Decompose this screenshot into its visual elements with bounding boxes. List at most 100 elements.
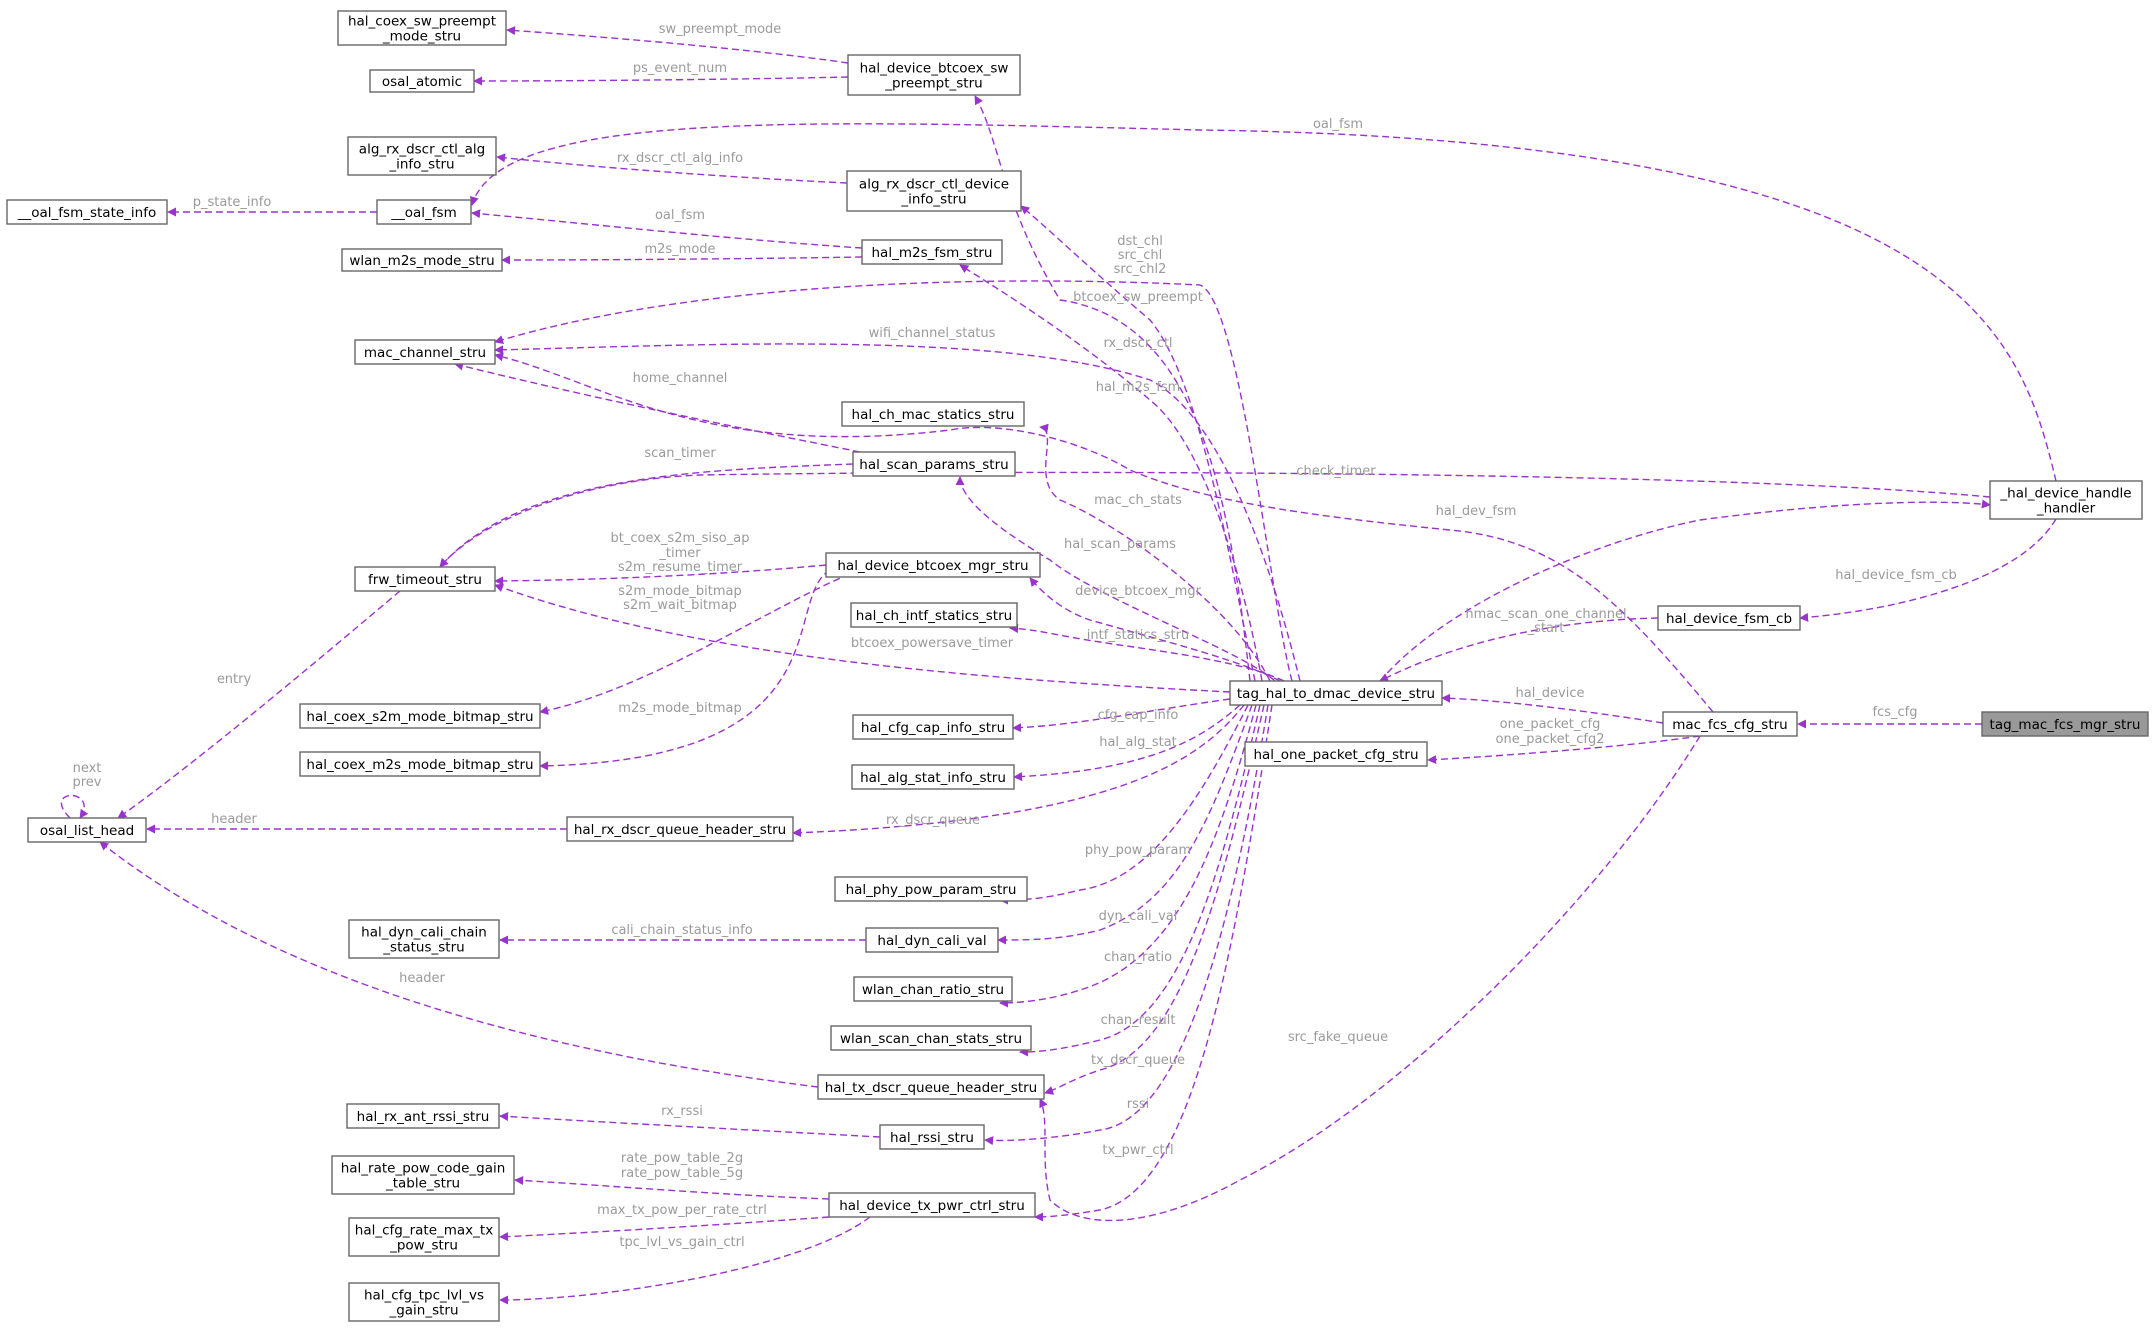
edge-hal_device_btcoex_sw_preempt_stru-to-hal_coex_sw_preempt_mode_stru [506, 26, 849, 64]
node-hal_m2s_fsm_stru[interactable]: hal_m2s_fsm_stru [861, 239, 1003, 265]
node-hal_tx_dscr_queue_header_stru[interactable]: hal_tx_dscr_queue_header_stru [817, 1074, 1045, 1100]
node-label: wlan_chan_ratio_stru [862, 982, 1004, 998]
node-osal_list_head[interactable]: osal_list_head [27, 817, 147, 843]
edge-mac_fcs_cfg_stru-to-hal_tx_dscr_queue_header_stru [1039, 735, 1701, 1222]
node-hal_coex_s2m_mode_bitmap_stru[interactable]: hal_coex_s2m_mode_bitmap_stru [299, 703, 541, 729]
node-hal_coex_m2s_mode_bitmap_stru[interactable]: hal_coex_m2s_mode_bitmap_stru [299, 751, 541, 777]
edge-tag_hal_to_dmac_device_stru-to-hal_device_tx_pwr_ctrl_stru [1034, 704, 1273, 1222]
node-hal_rx_dscr_queue_header_stru[interactable]: hal_rx_dscr_queue_header_stru [566, 816, 794, 842]
edge-hal_scan_params_stru-to-frw_timeout_stru [439, 463, 854, 568]
edge-tag_hal_to_dmac_device_stru-to-hal_rx_dscr_queue_header_stru [792, 704, 1245, 838]
node-label: hal_dyn_cali_chain_status_stru [361, 925, 487, 956]
node-box [853, 976, 1013, 1002]
node-label: hal_coex_sw_preempt_mode_stru [348, 14, 496, 45]
node-label: hal_device_fsm_cb [1666, 611, 1792, 627]
node-label: hal_phy_pow_param_stru [846, 882, 1017, 898]
node-hal_rssi_stru[interactable]: hal_rssi_stru [879, 1124, 985, 1150]
node-label: osal_atomic [382, 74, 462, 90]
edge-tag_hal_to_dmac_device_stru-to-frw_timeout_stru [494, 583, 1231, 693]
node-label: osal_list_head [40, 823, 134, 839]
node-tag_mac_fcs_mgr_stru[interactable]: tag_mac_fcs_mgr_stru [1981, 711, 2149, 737]
node-box [852, 714, 1014, 740]
edge-label: intf_statics_stru [1087, 628, 1189, 643]
node-hal_scan_params_stru[interactable]: hal_scan_params_stru [852, 451, 1016, 477]
edge-tag_hal_to_dmac_device_stru-to-hal_alg_stat_info_stru [1013, 704, 1241, 782]
node-label: wlan_scan_chan_stats_stru [840, 1031, 1022, 1047]
edge-hal_device_tx_pwr_ctrl_stru-to-hal_rate_pow_code_gain_table_stru [514, 1175, 830, 1200]
node-box [847, 54, 1021, 96]
node-box [348, 1217, 500, 1257]
node-box [299, 751, 541, 777]
node-label: hal_device_btcoex_mgr_stru [837, 558, 1028, 574]
edge-label: rx_rssi [661, 1104, 703, 1119]
node-mac_channel_stru[interactable]: mac_channel_stru [354, 339, 496, 365]
node-hal_device_tx_pwr_ctrl_stru[interactable]: hal_device_tx_pwr_ctrl_stru [828, 1192, 1036, 1218]
edge-tag_hal_to_dmac_device_stru-to-hal_m2s_fsm_stru [959, 264, 1263, 682]
edge-tag_hal_to_dmac_device_stru-to-hal_rssi_stru [984, 704, 1269, 1146]
node-alg_rx_dscr_ctl_device_info_stru[interactable]: alg_rx_dscr_ctl_device_info_stru [846, 170, 1022, 212]
node-hal_rate_pow_code_gain_table_stru[interactable]: hal_rate_pow_code_gain_table_stru [331, 1155, 515, 1195]
node-hal_cfg_rate_max_tx_pow_stru[interactable]: hal_cfg_rate_max_tx_pow_stru [348, 1217, 500, 1257]
node-label: alg_rx_dscr_ctl_alg_info_stru [359, 142, 485, 173]
node-wlan_m2s_mode_stru[interactable]: wlan_m2s_mode_stru [341, 248, 503, 272]
node-box [1981, 711, 2149, 737]
edge-label: src_fake_queue [1288, 1030, 1388, 1045]
node-label: hal_m2s_fsm_stru [872, 245, 993, 261]
node-hal_ch_intf_statics_stru[interactable]: hal_ch_intf_statics_stru [850, 602, 1018, 628]
node-hal_ch_mac_statics_stru[interactable]: hal_ch_mac_statics_stru [841, 401, 1025, 427]
edge-hal_device_tx_pwr_ctrl_stru-to-hal_cfg_rate_max_tx_pow_stru [499, 1216, 830, 1242]
node-box [852, 451, 1016, 477]
edge-label: ps_event_num [633, 61, 727, 76]
node-__oal_fsm_state_info[interactable]: __oal_fsm_state_info [6, 199, 168, 225]
node-hal_one_packet_cfg_stru[interactable]: hal_one_packet_cfg_stru [1244, 741, 1428, 767]
node-wlan_chan_ratio_stru[interactable]: wlan_chan_ratio_stru [853, 976, 1013, 1002]
node-hal_coex_sw_preempt_mode_stru[interactable]: hal_coex_sw_preempt_mode_stru [337, 10, 507, 46]
node-box [331, 1155, 515, 1195]
edge-label: cali_chain_status_info [611, 923, 752, 938]
node-box [347, 136, 497, 176]
node-label: hal_rate_pow_code_gain_table_stru [341, 1161, 506, 1192]
edge-tag_hal_to_dmac_device_stru-to-wlan_scan_chan_stats_stru [1019, 704, 1261, 1057]
edge-hal_m2s_fsm_stru-to-wlan_m2s_mode_stru [501, 255, 863, 265]
node-hal_device_btcoex_mgr_stru[interactable]: hal_device_btcoex_mgr_stru [825, 552, 1041, 578]
node-label: hal_cfg_tpc_lvl_vs_gain_stru [364, 1288, 484, 1319]
node-__oal_fsm[interactable]: __oal_fsm [376, 199, 472, 225]
edge-hal_device_btcoex_mgr_stru-to-hal_coex_m2s_mode_bitmap_stru [539, 569, 831, 771]
node-hal_cfg_tpc_lvl_vs_gain_stru[interactable]: hal_cfg_tpc_lvl_vs_gain_stru [348, 1282, 500, 1322]
node-hal_device_fsm_cb[interactable]: hal_device_fsm_cb [1657, 605, 1801, 631]
node-wlan_scan_chan_stats_stru[interactable]: wlan_scan_chan_stats_stru [830, 1025, 1032, 1051]
edge-label: phy_pow_param [1085, 843, 1191, 858]
node-box [27, 817, 147, 843]
node-label: alg_rx_dscr_ctl_device_info_stru [859, 177, 1009, 208]
edge-tag_hal_to_dmac_device_stru-to-hal_cfg_cap_info_stru [1012, 698, 1231, 733]
edge-label: hal_m2s_fsm [1096, 380, 1181, 395]
node-hal_phy_pow_param_stru[interactable]: hal_phy_pow_param_stru [834, 876, 1028, 902]
node-box [851, 764, 1015, 790]
edge-label: hal_scan_params [1064, 537, 1176, 552]
node-tag_hal_to_dmac_device_stru[interactable]: tag_hal_to_dmac_device_stru [1229, 680, 1443, 706]
node-hal_dyn_cali_val[interactable]: hal_dyn_cali_val [865, 927, 999, 953]
node-frw_timeout_stru[interactable]: frw_timeout_stru [354, 566, 496, 592]
node-label: hal_alg_stat_info_stru [860, 770, 1006, 786]
node-label: hal_rx_dscr_queue_header_stru [574, 822, 786, 838]
node-label: hal_coex_m2s_mode_bitmap_stru [306, 757, 533, 773]
edge-label: wifi_channel_status [869, 326, 996, 341]
node-osal_atomic[interactable]: osal_atomic [369, 69, 475, 93]
node-mac_fcs_cfg_stru[interactable]: mac_fcs_cfg_stru [1662, 711, 1798, 737]
node-alg_rx_dscr_ctl_alg_info_stru[interactable]: alg_rx_dscr_ctl_alg_info_stru [347, 136, 497, 176]
edge-mac_fcs_cfg_stru-to-tag_hal_to_dmac_device_stru [1441, 693, 1664, 724]
edge-osal_list_head-to-osal_list_head [61, 794, 89, 819]
node-_hal_device_handle_handler[interactable]: _hal_device_handle_handler [1989, 480, 2143, 520]
node-hal_alg_stat_info_stru[interactable]: hal_alg_stat_info_stru [851, 764, 1015, 790]
node-hal_rx_ant_rssi_stru[interactable]: hal_rx_ant_rssi_stru [346, 1103, 500, 1129]
node-hal_cfg_cap_info_stru[interactable]: hal_cfg_cap_info_stru [852, 714, 1014, 740]
node-hal_dyn_cali_chain_status_stru[interactable]: hal_dyn_cali_chain_status_stru [348, 919, 500, 959]
node-box [1229, 680, 1443, 706]
node-hal_device_btcoex_sw_preempt_stru[interactable]: hal_device_btcoex_sw_preempt_stru [847, 54, 1021, 96]
edge-label: chan_result [1101, 1013, 1176, 1028]
edge-mac_fcs_cfg_stru-to-mac_channel_stru [494, 352, 1714, 713]
edge-label: tx_pwr_ctrl [1102, 1143, 1173, 1158]
edge-tag_hal_to_dmac_device_stru-to-wlan_chan_ratio_stru [999, 704, 1257, 1008]
